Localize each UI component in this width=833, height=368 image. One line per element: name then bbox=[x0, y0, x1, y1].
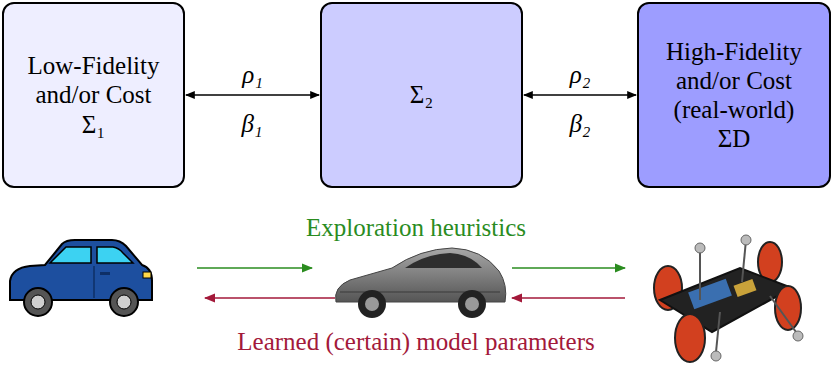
cartoon-car bbox=[10, 240, 152, 316]
edge-label: ρ₁ bbox=[242, 61, 263, 90]
caption-label: Exploration heuristics bbox=[306, 214, 526, 243]
box-label: Σ₂ bbox=[410, 80, 433, 109]
exploration-arrow bbox=[512, 267, 625, 269]
parameter-label: β₁ bbox=[241, 110, 262, 139]
rc-car bbox=[654, 235, 803, 362]
box-label: High-Fidelity and/or Cost (real-world) Σ… bbox=[658, 37, 810, 154]
caption-label: Learned (certain) model parameters bbox=[237, 328, 594, 357]
box-label: Low-Fidelity and/or Cost Σ₁ bbox=[24, 51, 164, 139]
edge-label: ρ₂ bbox=[570, 61, 591, 90]
sports-car bbox=[336, 248, 506, 318]
parameter-label: β₂ bbox=[569, 110, 590, 139]
learned-arrow bbox=[205, 297, 335, 299]
exploration-arrow bbox=[197, 267, 312, 269]
learned-arrow bbox=[512, 297, 625, 299]
model-box: Low-Fidelity and/or Cost Σ₁ bbox=[2, 2, 185, 188]
model-box: Σ₂ bbox=[320, 2, 523, 188]
coupling-arrow bbox=[524, 94, 636, 95]
coupling-arrow bbox=[186, 94, 319, 95]
model-box: High-Fidelity and/or Cost (real-world) Σ… bbox=[637, 2, 831, 188]
